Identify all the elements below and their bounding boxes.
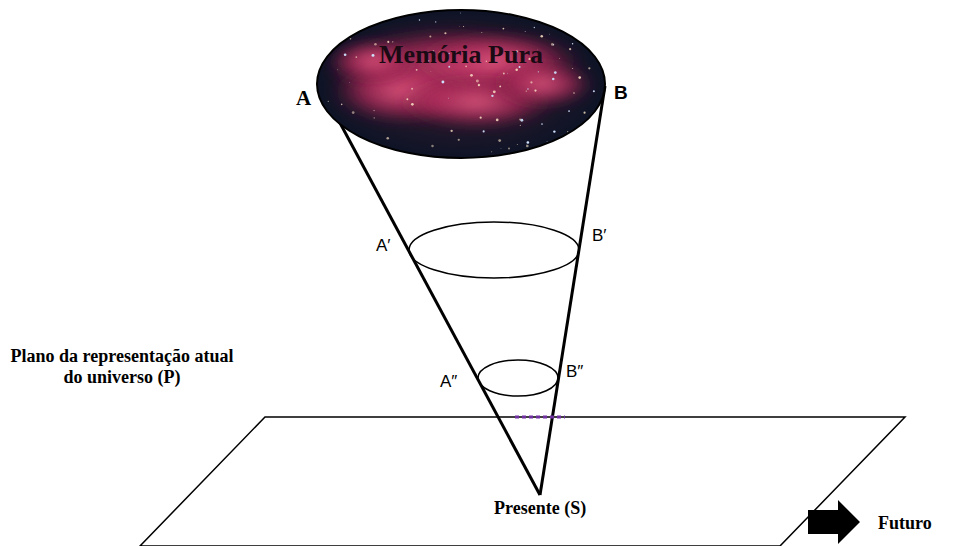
- point-label: B″: [566, 362, 583, 382]
- present-label: Presente (S): [494, 498, 586, 519]
- point-label: A″: [440, 372, 457, 392]
- future-arrow: [808, 500, 860, 544]
- cone-section: [409, 222, 579, 278]
- point-label: A′: [376, 236, 391, 256]
- cone-section: [478, 360, 558, 396]
- plane-outline: [140, 417, 905, 546]
- plane-label: Plano da representação atual do universo…: [6, 346, 238, 387]
- point-label: B: [614, 82, 628, 104]
- point-label: A: [296, 86, 311, 110]
- node-title: Memória Pura: [315, 8, 607, 70]
- point-label: B′: [592, 226, 607, 246]
- memory-ellipse: Memória Pura: [315, 8, 607, 160]
- plane-intersection: [515, 416, 565, 419]
- nebula-image: [315, 8, 607, 160]
- future-label: Futuro: [878, 513, 932, 534]
- cone-side: [540, 86, 605, 495]
